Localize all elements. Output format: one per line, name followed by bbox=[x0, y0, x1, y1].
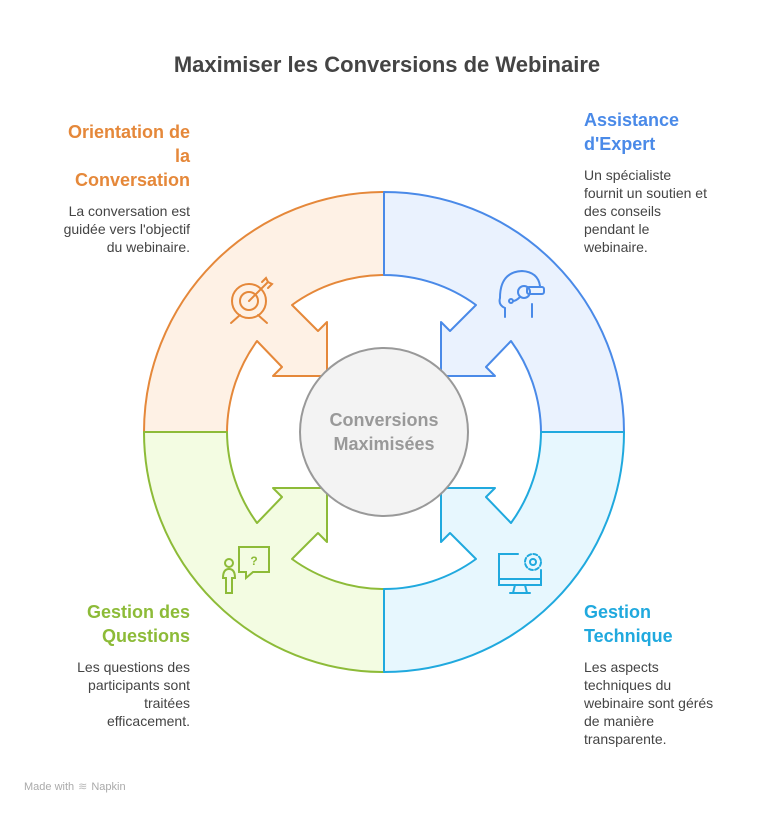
title-line: Gestion bbox=[584, 602, 652, 622]
section-description: Les questions des participants sont trai… bbox=[30, 658, 190, 730]
body-line: Les aspects bbox=[584, 659, 659, 675]
monitor-gear-icon bbox=[498, 553, 542, 594]
body-line: pendant le bbox=[584, 221, 650, 237]
svg-text:?: ? bbox=[250, 554, 257, 568]
body-line: Un spécialiste bbox=[584, 167, 672, 183]
center-label-line: Conversions bbox=[329, 410, 439, 430]
target-icon bbox=[230, 276, 274, 324]
napkin-logo-icon: ≋ bbox=[78, 781, 88, 793]
section-description: Un spécialiste fournit un soutien et des… bbox=[584, 166, 744, 256]
section-technique: Gestion Technique Les aspects techniques… bbox=[584, 600, 744, 748]
footer-text: Made with bbox=[24, 780, 75, 793]
person-question-icon: ? bbox=[221, 546, 270, 594]
body-line: guidée vers l'objectif bbox=[63, 221, 190, 237]
section-title: Orientation de la Conversation bbox=[30, 120, 190, 192]
section-orientation: Orientation de la Conversation La conver… bbox=[30, 120, 190, 256]
body-line: efficacement. bbox=[106, 713, 190, 729]
body-line: traitées bbox=[144, 695, 190, 711]
footer-watermark: Made with ≋ Napkin bbox=[24, 780, 126, 794]
title-line: Questions bbox=[101, 626, 190, 646]
section-description: Les aspects techniques du webinaire sont… bbox=[584, 658, 744, 748]
title-line: d'Expert bbox=[584, 134, 656, 154]
title-line: Orientation de bbox=[67, 122, 190, 142]
section-title: Gestion des Questions bbox=[30, 600, 190, 648]
body-line: de manière bbox=[584, 713, 655, 729]
diagram-title: Maximiser les Conversions de Webinaire bbox=[173, 52, 601, 77]
title-line: Technique bbox=[584, 626, 673, 646]
body-line: transparente. bbox=[584, 731, 667, 747]
body-line: webinaire. bbox=[584, 239, 648, 255]
section-questions: Gestion des Questions Les questions des … bbox=[30, 600, 190, 730]
title-line: Assistance bbox=[584, 110, 680, 130]
body-line: La conversation est bbox=[68, 203, 190, 219]
title-line: Conversation bbox=[74, 170, 190, 190]
title-line: Gestion des bbox=[86, 602, 190, 622]
center-label-line: Maximisées bbox=[333, 434, 435, 454]
section-title: Gestion Technique bbox=[584, 600, 744, 648]
body-line: des conseils bbox=[584, 203, 662, 219]
section-title: Assistance d'Expert bbox=[584, 108, 744, 156]
body-line: participants sont bbox=[88, 677, 190, 693]
body-line: webinaire sont gérés bbox=[584, 695, 714, 711]
section-assistance: Assistance d'Expert Un spécialiste fourn… bbox=[584, 108, 744, 256]
title-line: la bbox=[174, 146, 190, 166]
footer-brand: Napkin bbox=[91, 780, 126, 793]
body-line: Les questions des bbox=[77, 659, 190, 675]
body-line: techniques du bbox=[584, 677, 672, 693]
center-circle bbox=[299, 347, 469, 517]
center-label: Conversions Maximisées bbox=[300, 408, 468, 456]
body-line: fournit un soutien et bbox=[584, 185, 707, 201]
body-line: du webinaire. bbox=[106, 239, 190, 255]
expert-headset-icon bbox=[498, 269, 545, 318]
section-description: La conversation est guidée vers l'object… bbox=[30, 202, 190, 256]
